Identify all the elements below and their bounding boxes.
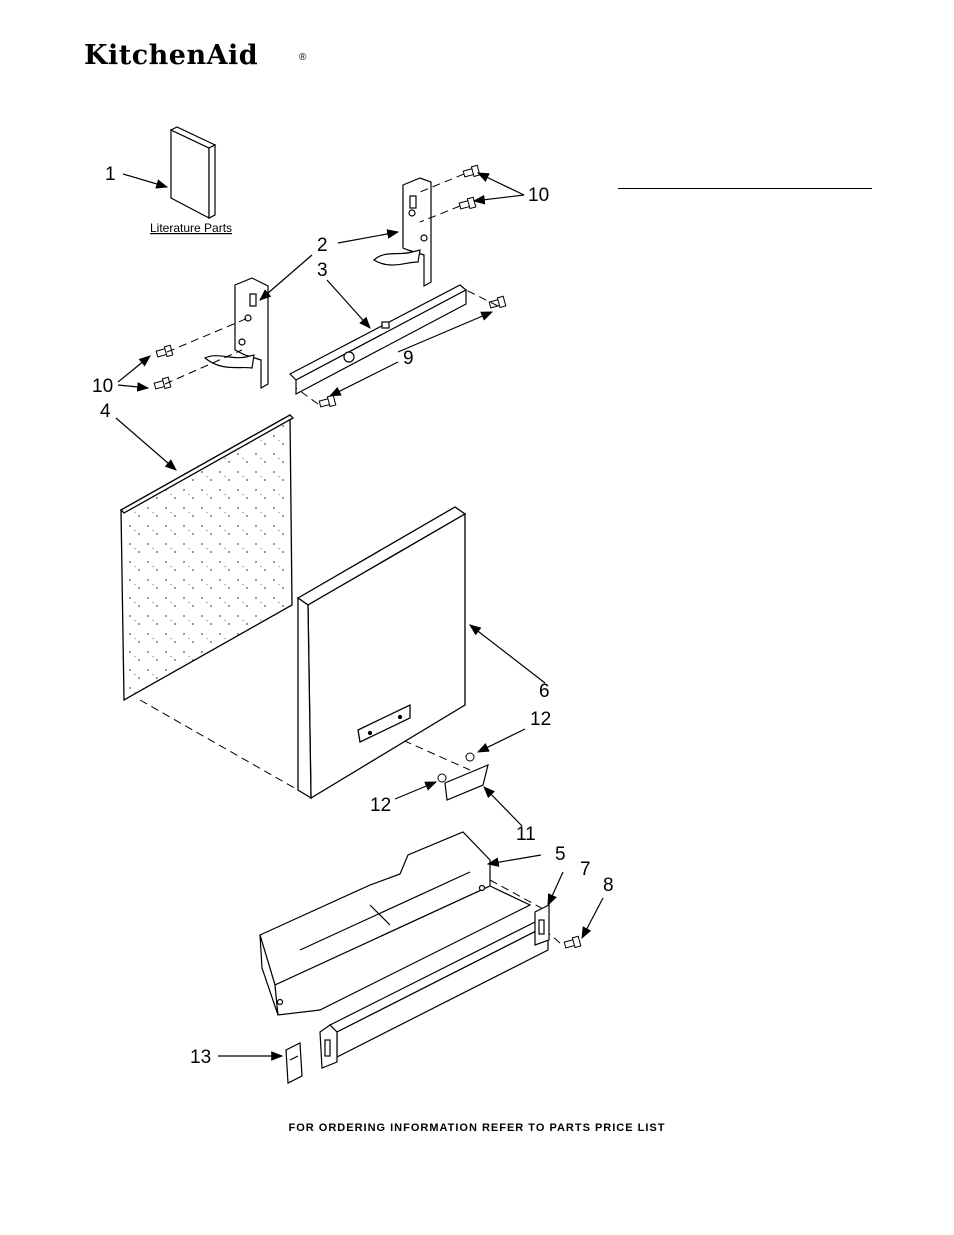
callout-10-left: 10 [92, 376, 113, 397]
callout-4: 4 [100, 401, 111, 422]
callout-6: 6 [539, 681, 550, 702]
door-handle [444, 763, 489, 801]
nut-icon [437, 752, 475, 783]
callout-9: 9 [403, 348, 414, 369]
ordering-footer: FOR ORDERING INFORMATION REFER TO PARTS … [288, 1122, 666, 1134]
callout-2: 2 [317, 235, 328, 256]
toe-panel-bracket [259, 831, 532, 1016]
callout-12-right: 12 [530, 709, 551, 730]
hinge-bracket-right [373, 177, 432, 288]
literature-parts-label: Literature Parts [150, 221, 232, 235]
leader-arrows [115, 172, 604, 1061]
callout-13: 13 [190, 1047, 211, 1068]
brand-logo: KitchenAid [84, 40, 258, 71]
title-rule [618, 188, 872, 189]
brand-name: KitchenAid [84, 40, 259, 71]
screw-icon [153, 164, 582, 949]
door-panel [296, 506, 467, 800]
callout-7: 7 [580, 859, 591, 880]
door-rail [288, 284, 468, 395]
registered-mark: ® [299, 52, 307, 63]
kick-plate [319, 904, 550, 1069]
insulation-panel [119, 413, 295, 702]
callout-1: 1 [105, 164, 116, 185]
clip-icon [285, 1042, 303, 1084]
callout-10-top: 10 [528, 185, 549, 206]
callout-3: 3 [317, 260, 328, 281]
callout-12-left: 12 [370, 795, 391, 816]
literature-booklet [169, 126, 217, 219]
callout-8: 8 [603, 875, 614, 896]
hinge-bracket-left [203, 277, 269, 390]
callout-11: 11 [516, 824, 536, 845]
callout-5: 5 [555, 844, 566, 865]
